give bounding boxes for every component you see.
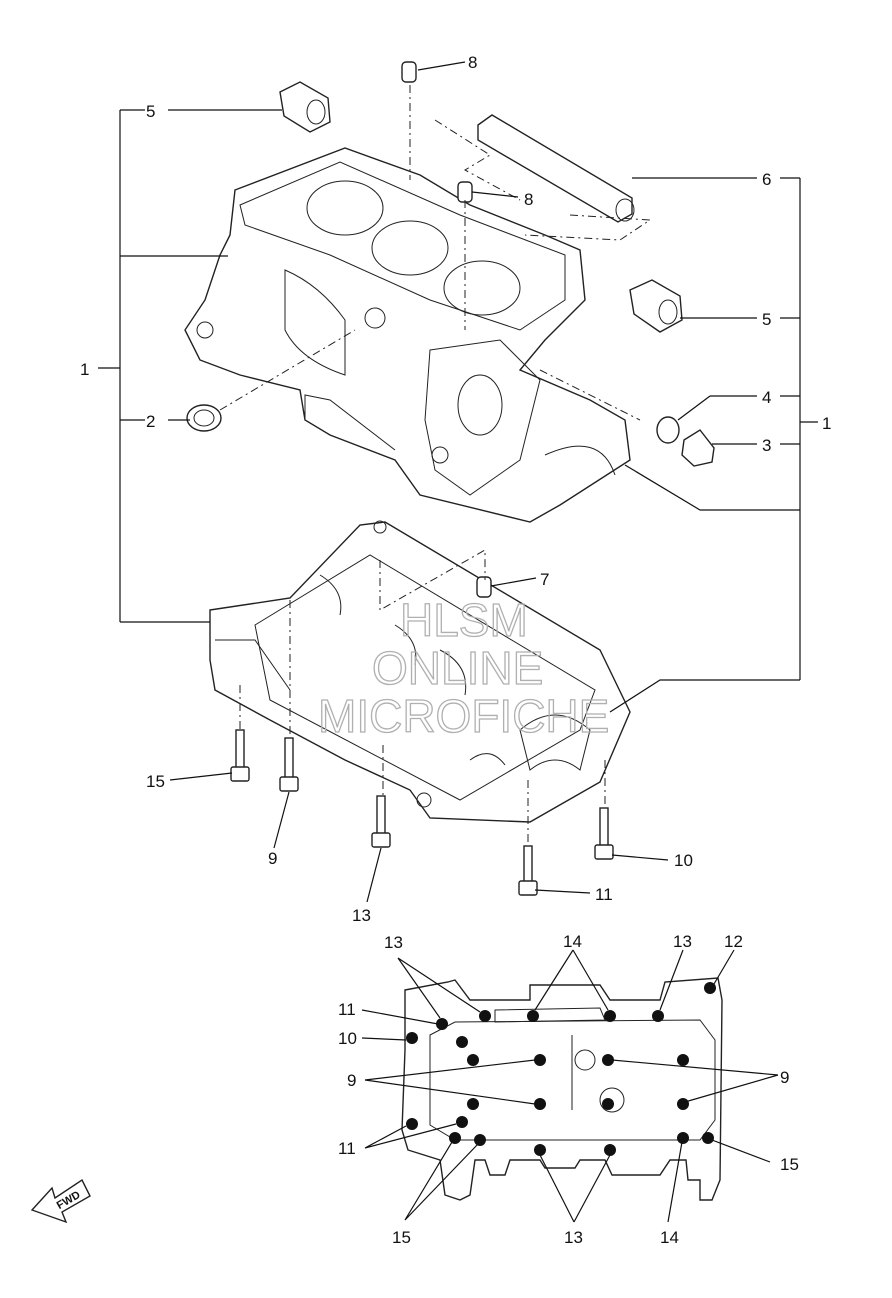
bolt-9 [279, 737, 299, 792]
alignment-line [379, 549, 486, 611]
alignment-line [219, 329, 356, 411]
collar-6 [477, 114, 635, 223]
callout-10: 10 [338, 1029, 357, 1048]
callout-14: 14 [563, 932, 582, 951]
callout-12: 12 [724, 932, 743, 951]
callout-1: 1 [822, 414, 831, 433]
callout-6: 6 [762, 170, 771, 189]
callout-14: 14 [660, 1228, 679, 1247]
engine-mount-bush-right [629, 279, 683, 333]
fwd-arrow-icon: FWD [30, 1178, 91, 1224]
callout-10: 10 [674, 851, 693, 870]
callout-13: 13 [673, 932, 692, 951]
callout-5: 5 [146, 102, 155, 121]
bolt-15-upper [230, 729, 250, 782]
plug-2 [186, 404, 222, 432]
bolt-10 [594, 807, 614, 860]
callout-15: 15 [780, 1155, 799, 1174]
callout-9: 9 [780, 1068, 789, 1087]
bolt-11 [518, 845, 538, 896]
callout-13: 13 [352, 906, 371, 925]
alignment-line [539, 369, 641, 421]
callout-15: 15 [146, 772, 165, 791]
callout-5: 5 [762, 310, 771, 329]
callout-11: 11 [338, 1000, 356, 1019]
bolt-13 [371, 795, 391, 848]
callout-9: 9 [268, 849, 277, 868]
callout-4: 4 [762, 388, 771, 407]
callout-1: 1 [80, 360, 89, 379]
alignment-line [434, 119, 521, 201]
engine-mount-bush-top [279, 81, 331, 133]
callout-15: 15 [392, 1228, 411, 1247]
callout-3: 3 [762, 436, 771, 455]
callout-2: 2 [146, 412, 155, 431]
dowel-pin-7 [476, 576, 492, 598]
callout-11: 11 [595, 885, 613, 904]
alignment-line [524, 214, 652, 241]
o-ring-4 [656, 416, 680, 444]
callout-8: 8 [524, 190, 533, 209]
watermark: HLSM ONLINE MICROFICHE [317, 593, 610, 742]
svg-text:HLSM: HLSM [400, 594, 528, 646]
callout-9: 9 [347, 1071, 356, 1090]
svg-text:ONLINE: ONLINE [372, 642, 543, 694]
lower-crankcase [209, 520, 631, 823]
dowel-pin-8-top [401, 61, 417, 83]
dowel-pin-8-middle [457, 181, 473, 203]
callout-7: 7 [540, 570, 549, 589]
callout-13: 13 [384, 933, 403, 952]
callout-8: 8 [468, 53, 477, 72]
bolt-tightening-diagram [361, 949, 779, 1223]
leader-lines [98, 61, 818, 903]
svg-text:MICROFICHE: MICROFICHE [318, 690, 609, 742]
callout-13: 13 [564, 1228, 583, 1247]
callout-11: 11 [338, 1139, 356, 1158]
plug-3 [681, 429, 715, 467]
upper-crankcase [184, 147, 631, 523]
